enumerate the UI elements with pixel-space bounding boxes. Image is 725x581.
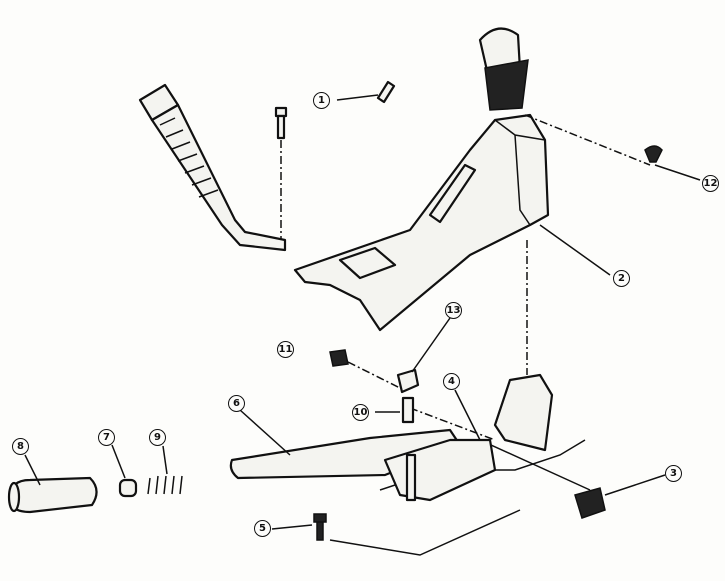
leader-8: [24, 454, 41, 486]
clip: [644, 145, 663, 163]
screw: [329, 349, 349, 367]
pin: [376, 80, 396, 104]
bracket: [493, 373, 554, 452]
callout-9: 9: [149, 429, 166, 446]
callout-5: 5: [254, 520, 271, 537]
callout-11: 11: [277, 341, 294, 358]
console-axis-lines: [524, 114, 651, 375]
callout-10: 10: [352, 404, 369, 421]
callout-8: 8: [12, 438, 29, 455]
leader-7: [111, 444, 126, 479]
leaders-12-2: [539, 164, 701, 276]
clip-13: [396, 368, 420, 394]
callout-13: 13: [445, 302, 462, 319]
callout-1: 1: [313, 92, 330, 109]
leader-6: [239, 409, 291, 456]
callout-7: 7: [98, 429, 115, 446]
callout-12: 12: [702, 175, 719, 192]
callout-3: 3: [665, 465, 682, 482]
callout-2: 2: [613, 270, 630, 287]
bolt-5: [313, 513, 327, 541]
collar: [401, 396, 415, 424]
spring: [147, 475, 183, 495]
callout-6: 6: [228, 395, 245, 412]
seat-belt-buckle: [138, 83, 287, 252]
leader-5: [271, 524, 313, 530]
parking-brake-lever: [229, 428, 497, 502]
leader-3: [604, 474, 666, 496]
switch: [574, 487, 606, 519]
leader-9: [162, 445, 168, 475]
console-cover: [293, 113, 550, 332]
callout-4: 4: [443, 373, 460, 390]
button: [118, 478, 138, 498]
axis-lines: [347, 361, 496, 441]
leader-1: [336, 94, 379, 101]
shift-knob: [478, 27, 529, 111]
leaders-13-10: [375, 317, 451, 413]
bolt: [274, 106, 288, 140]
handle-grip: [8, 476, 98, 514]
